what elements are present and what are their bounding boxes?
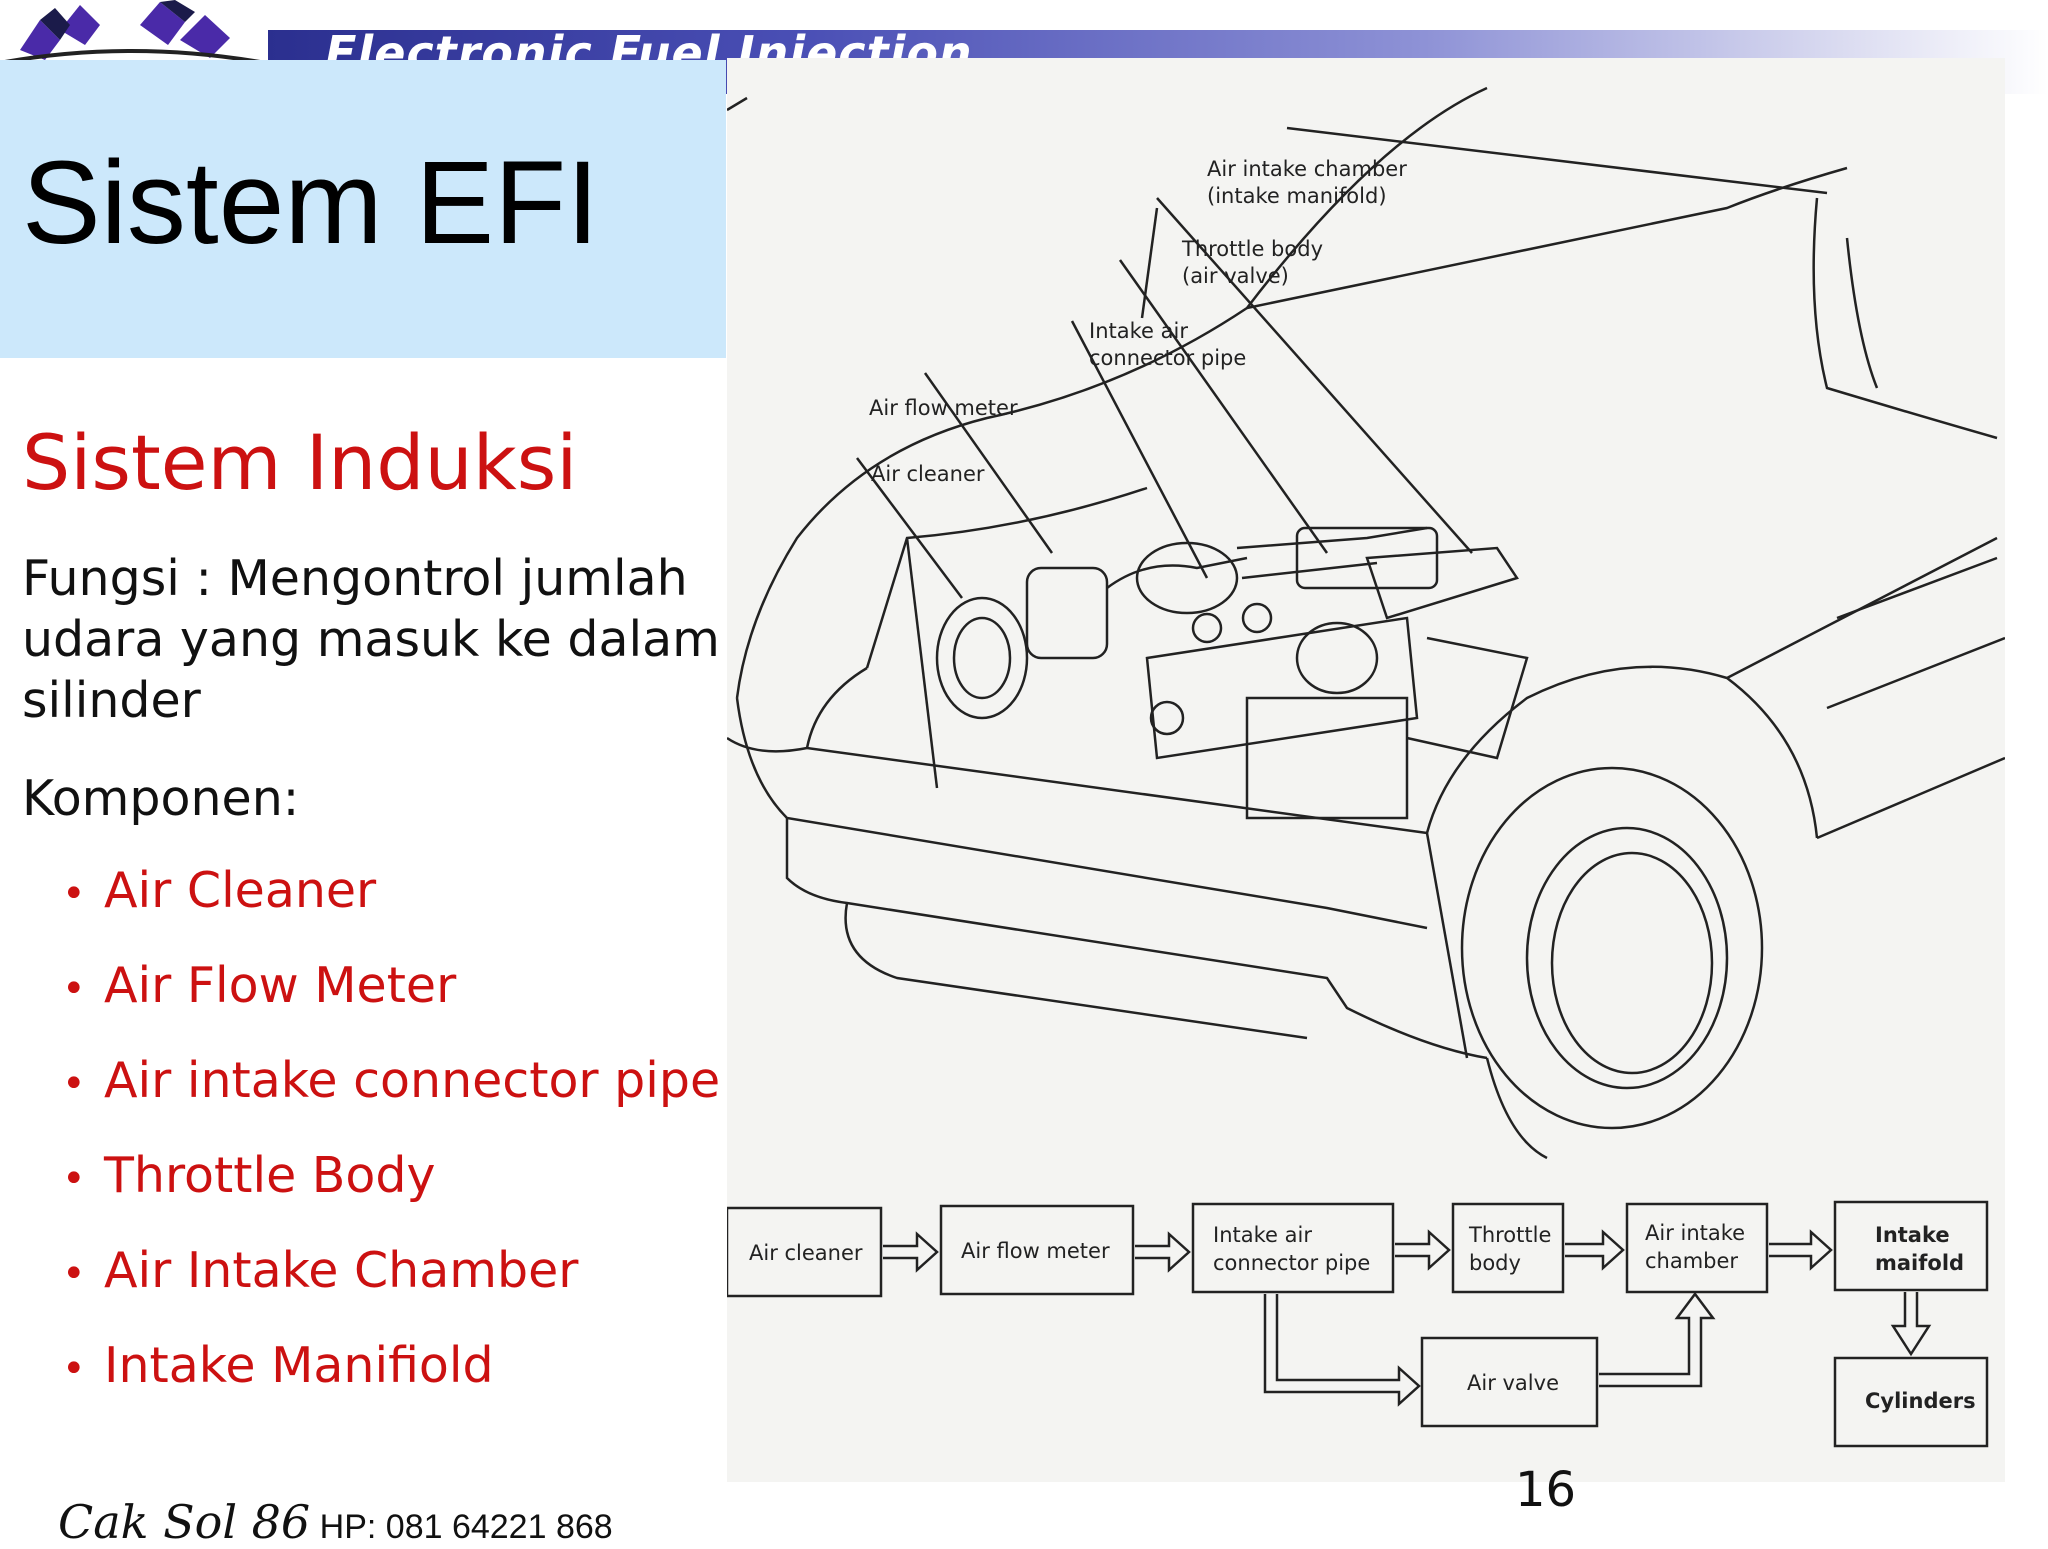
flow-box-air-flow-meter	[939, 1204, 1135, 1296]
flow-text-connector-2: connector pipe	[1213, 1251, 1370, 1275]
flow-box-intake-manifold	[1833, 1200, 1989, 1292]
list-item: • Air Intake Chamber	[62, 1240, 720, 1335]
section-subtitle: Sistem Induksi	[22, 418, 578, 507]
label-throttle-body-2: (air valve)	[1182, 264, 1289, 288]
flow-text-chamber-1: Air intake	[1645, 1221, 1745, 1245]
title-box	[0, 60, 726, 358]
component-label: Air Intake Chamber	[104, 1242, 579, 1299]
fungsi-text: Fungsi : Mengontrol jumlah udara yang ma…	[22, 550, 720, 729]
flow-text-chamber-2: chamber	[1645, 1249, 1738, 1273]
list-item: • Throttle Body	[62, 1145, 720, 1240]
efi-diagram: Air intake chamber (intake manifold) Thr…	[725, 58, 2006, 1482]
flow-box-air-valve	[1420, 1336, 1599, 1428]
flow-text-cylinders: Cylinders	[1865, 1389, 1976, 1413]
bullet-icon: •	[62, 871, 86, 917]
label-air-intake-chamber-1: Air intake chamber	[1207, 157, 1407, 181]
label-air-cleaner: Air cleaner	[871, 462, 985, 486]
list-item: • Air Cleaner	[62, 860, 720, 955]
flow-text-throttle-2: body	[1469, 1251, 1521, 1275]
flow-box-cylinders	[1833, 1356, 1989, 1448]
component-label: Air intake connector pipe	[104, 1052, 721, 1109]
flow-chart	[725, 1200, 1989, 1448]
page-title: Sistem EFI	[22, 137, 599, 269]
list-item: • Air Flow Meter	[62, 955, 720, 1050]
component-label: Throttle Body	[104, 1147, 436, 1204]
component-label: Air Flow Meter	[104, 957, 457, 1014]
component-label: Intake Manifiold	[104, 1337, 494, 1394]
bullet-icon: •	[62, 1061, 86, 1107]
bullet-icon: •	[62, 966, 86, 1012]
flow-text-air-flow-meter: Air flow meter	[961, 1239, 1110, 1263]
flow-box-air-cleaner	[725, 1206, 883, 1298]
label-throttle-body-1: Throttle body	[1181, 237, 1323, 261]
footer-author: Cak Sol 86	[58, 1495, 311, 1549]
flow-text-manifold-1: Intake	[1875, 1223, 1950, 1247]
flow-text-connector-1: Intake air	[1213, 1223, 1312, 1247]
component-list: • Air Cleaner • Air Flow Meter • Air intake…	[62, 860, 720, 1430]
flow-text-throttle-1: Throttle	[1468, 1223, 1551, 1247]
label-air-intake-chamber-2: (intake manifold)	[1207, 184, 1387, 208]
flow-box-throttle-body	[1451, 1202, 1565, 1294]
component-label: Air Cleaner	[104, 862, 377, 919]
bullet-icon: •	[62, 1251, 86, 1297]
flow-text-air-valve: Air valve	[1467, 1371, 1559, 1395]
list-item: • Intake Manifiold	[62, 1335, 720, 1430]
checkered-flag-logo-icon	[4, 0, 261, 64]
bullet-icon: •	[62, 1156, 86, 1202]
flow-box-air-intake-chamber	[1625, 1202, 1769, 1294]
footer-contact: HP: 081 64221 868	[319, 1508, 613, 1546]
flow-box-connector-pipe	[1191, 1202, 1395, 1294]
label-intake-air-1: Intake air	[1089, 319, 1188, 343]
page-number: 16	[1515, 1462, 1577, 1518]
list-item: • Air intake connector pipe	[62, 1050, 720, 1145]
label-air-flow-meter: Air flow meter	[869, 396, 1018, 420]
komponen-label: Komponen:	[22, 770, 300, 827]
flow-text-air-cleaner: Air cleaner	[749, 1241, 863, 1265]
flow-text-manifold-2: maifold	[1875, 1251, 1964, 1275]
label-intake-air-2: connector pipe	[1089, 346, 1246, 370]
footer: Cak Sol 86 HP: 081 64221 868	[58, 1495, 613, 1549]
car-engine-illustration: Air intake chamber (intake manifold) Thr…	[725, 86, 2006, 1448]
bullet-icon: •	[62, 1346, 86, 1392]
